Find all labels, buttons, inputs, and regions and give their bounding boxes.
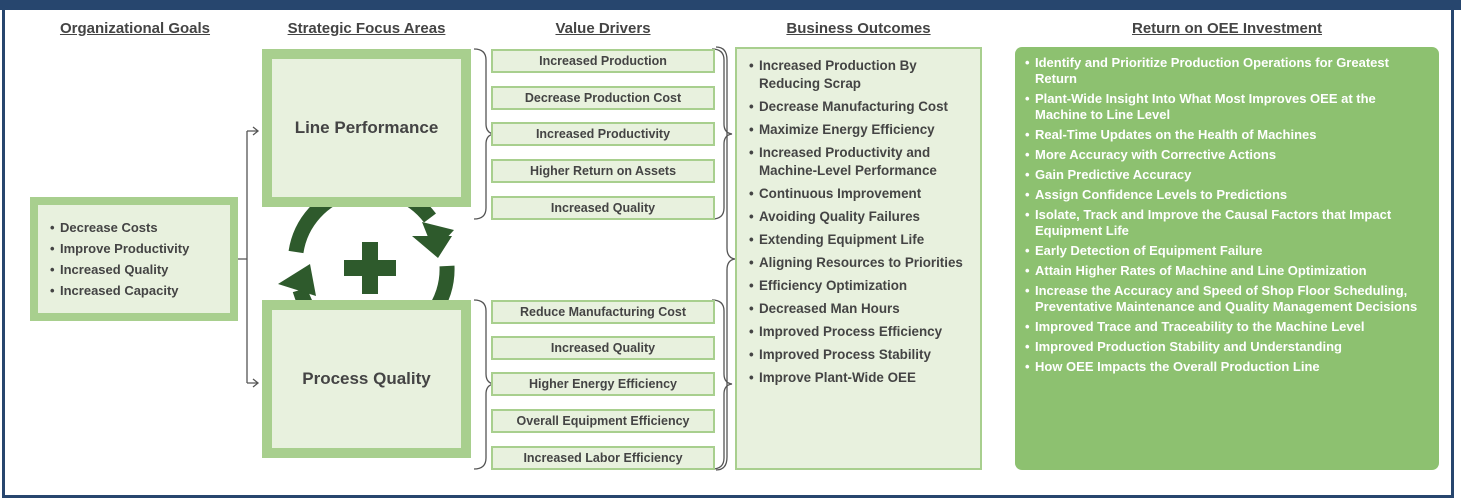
value-driver: Increased Quality (491, 196, 715, 220)
value-driver: Increased Labor Efficiency (491, 446, 715, 470)
brace-line-drivers-right (711, 48, 733, 220)
header-organizational-goals: Organizational Goals (59, 20, 211, 37)
outcome-item: Avoiding Quality Failures (749, 208, 974, 226)
header-business-outcomes: Business Outcomes (786, 20, 931, 37)
top-band (0, 0, 1461, 10)
outcome-item: Improved Process Efficiency (749, 323, 974, 341)
outcome-item: Decreased Man Hours (749, 300, 974, 318)
arrow-head-process-quality (252, 378, 260, 388)
arrow-head-line-performance (252, 126, 260, 136)
value-driver: Increased Production (491, 49, 715, 73)
roi-item: Gain Predictive Accuracy (1025, 167, 1431, 183)
return-on-oee-box: Identify and Prioritize Production Opera… (1015, 47, 1439, 470)
roi-item: Improved Production Stability and Unders… (1025, 339, 1431, 355)
cycle-arrowhead-bottom (278, 264, 316, 296)
roi-item: Isolate, Track and Improve the Causal Fa… (1025, 207, 1431, 239)
roi-item: Improved Trace and Traceability to the M… (1025, 319, 1431, 335)
value-driver: Reduce Manufacturing Cost (491, 300, 715, 324)
value-driver: Higher Return on Assets (491, 159, 715, 183)
goal-item: Improve Productivity (50, 238, 230, 259)
value-driver: Higher Energy Efficiency (491, 372, 715, 396)
outcome-item: Improve Plant-Wide OEE (749, 369, 974, 387)
outcome-item: Aligning Resources to Priorities (749, 254, 974, 272)
outcome-item: Increased Production By Reducing Scrap (749, 57, 974, 93)
focus-area-process-quality: Process Quality (262, 300, 471, 458)
roi-item: Plant-Wide Insight Into What Most Improv… (1025, 91, 1431, 123)
roi-item: Early Detection of Equipment Failure (1025, 243, 1431, 259)
goal-item: Increased Capacity (50, 280, 230, 301)
roi-item: Attain Higher Rates of Machine and Line … (1025, 263, 1431, 279)
goal-item: Decrease Costs (50, 217, 230, 238)
value-driver: Increased Quality (491, 336, 715, 360)
roi-item: Identify and Prioritize Production Opera… (1025, 55, 1431, 87)
value-driver: Increased Productivity (491, 122, 715, 146)
header-strategic-focus-areas: Strategic Focus Areas (287, 20, 446, 37)
brace-to-outcomes (715, 46, 736, 471)
organizational-goals-box: Decrease Costs Improve Productivity Incr… (30, 197, 238, 321)
plus-icon (344, 242, 396, 294)
value-driver: Overall Equipment Efficiency (491, 409, 715, 433)
outcome-item: Decrease Manufacturing Cost (749, 98, 974, 116)
outcome-item: Maximize Energy Efficiency (749, 121, 974, 139)
outcome-item: Continuous Improvement (749, 185, 974, 203)
roi-item: Assign Confidence Levels to Predictions (1025, 187, 1431, 203)
outcome-item: Increased Productivity and Machine-Level… (749, 144, 974, 180)
roi-item: Real-Time Updates on the Health of Machi… (1025, 127, 1431, 143)
outcome-item: Efficiency Optimization (749, 277, 974, 295)
roi-item: Increase the Accuracy and Speed of Shop … (1025, 283, 1431, 315)
business-outcomes-box: Increased Production By Reducing Scrap D… (735, 47, 982, 470)
brace-process-drivers-right (711, 299, 733, 470)
outcome-item: Extending Equipment Life (749, 231, 974, 249)
value-driver: Decrease Production Cost (491, 86, 715, 110)
goal-to-focus-connector (238, 130, 258, 384)
header-return-on-oee-investment: Return on OEE Investment (1131, 20, 1323, 37)
goal-item: Increased Quality (50, 259, 230, 280)
roi-item: How OEE Impacts the Overall Production L… (1025, 359, 1431, 375)
roi-item: More Accuracy with Corrective Actions (1025, 147, 1431, 163)
outcome-item: Improved Process Stability (749, 346, 974, 364)
focus-area-line-performance: Line Performance (262, 49, 471, 207)
header-value-drivers: Value Drivers (555, 20, 651, 37)
